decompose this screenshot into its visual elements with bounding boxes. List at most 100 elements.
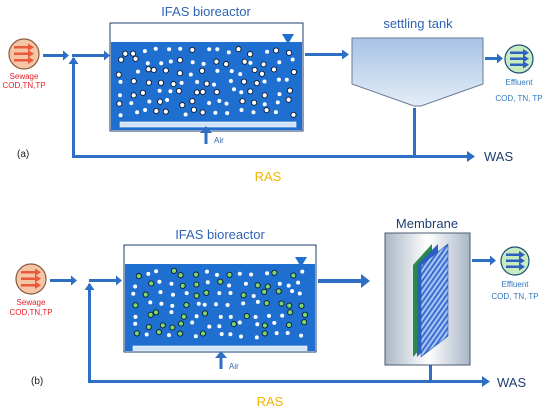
air-bubble xyxy=(276,77,281,82)
biofilm-carrier xyxy=(235,46,242,53)
air-bubble xyxy=(251,294,256,298)
air-bubble xyxy=(249,272,254,277)
air-bubble xyxy=(218,314,223,319)
air-bubble xyxy=(205,269,209,274)
air-arrow-a xyxy=(200,126,212,144)
air-bubble xyxy=(143,108,148,112)
air-bubble xyxy=(207,324,212,329)
air-bubble xyxy=(157,88,162,93)
bioreactor-water-b xyxy=(125,264,315,351)
air-bubble xyxy=(296,280,301,285)
air-bubble xyxy=(255,299,260,304)
air-bubble xyxy=(183,112,188,117)
air-bubble xyxy=(167,333,171,338)
effluent-output-b xyxy=(500,246,530,276)
biofilm-carrier xyxy=(213,58,220,65)
air-bubble xyxy=(215,47,220,52)
biofilm-carrier xyxy=(247,51,254,58)
biofilm-carrier xyxy=(240,78,248,85)
biofilm-carrier xyxy=(203,289,210,296)
air-bubble xyxy=(299,333,304,338)
biofilm-carrier xyxy=(193,292,200,299)
air-bubble xyxy=(135,110,140,115)
biofilm-carrier xyxy=(132,302,139,309)
air-bubble xyxy=(225,111,230,116)
air-bubble xyxy=(228,79,233,83)
air-bubble xyxy=(118,93,122,98)
biofilm-carrier xyxy=(170,267,178,274)
biofilm-carrier xyxy=(150,66,157,74)
biofilm-carrier xyxy=(290,111,297,118)
air-bubble xyxy=(277,60,282,65)
sewage-label-b: Sewage xyxy=(17,298,46,307)
biofilm-carrier xyxy=(152,309,160,316)
effluent-flow-a xyxy=(485,53,503,64)
biofilm-carrier xyxy=(199,88,206,95)
biofilm-carrier xyxy=(159,322,166,329)
bioreactor-to-membrane-b xyxy=(318,274,370,288)
air-bubble xyxy=(228,291,233,295)
biofilm-carrier xyxy=(148,280,155,287)
effluent-output-a xyxy=(504,44,534,74)
biofilm-carrier xyxy=(241,58,248,65)
biofilm-carrier xyxy=(139,89,146,96)
sewage-input-a xyxy=(8,38,40,70)
membrane-module-b xyxy=(413,243,449,358)
biofilm-carrier xyxy=(118,56,125,63)
air-bubble xyxy=(300,269,305,274)
biofilm-carrier xyxy=(201,310,209,317)
water-level-icon xyxy=(282,34,294,44)
air-bubble xyxy=(262,102,267,107)
biofilm-carrier xyxy=(147,311,154,318)
biofilm-carrier xyxy=(130,78,137,85)
biofilm-carrier xyxy=(135,273,142,280)
effluent-params-b: COD, TN, TP xyxy=(491,292,538,301)
air-bubble xyxy=(239,90,244,95)
air-bubble xyxy=(224,101,229,106)
air-bubble xyxy=(146,271,151,276)
inflow-arrow-icon xyxy=(14,43,34,64)
air-bubble xyxy=(297,291,302,296)
air-bubble xyxy=(215,68,220,73)
ras-label-b: RAS xyxy=(257,394,284,409)
biofilm-carrier xyxy=(263,107,270,114)
air-bubble xyxy=(147,99,152,104)
air-bubble xyxy=(217,324,222,329)
biofilm-carrier xyxy=(177,330,184,337)
outflow-arrow-icon xyxy=(510,49,529,69)
biofilm-carrier xyxy=(261,92,268,99)
air-bubble xyxy=(190,60,195,65)
settling-tank-a xyxy=(351,37,484,107)
air-bubble xyxy=(179,80,184,85)
air-arrow-b xyxy=(215,351,227,369)
biofilm-carrier xyxy=(290,272,297,279)
air-bubble xyxy=(133,314,138,319)
air-bubble xyxy=(188,72,193,77)
biofilm-carrier xyxy=(193,281,200,288)
air-bubble xyxy=(290,289,295,294)
biofilm-carrier xyxy=(287,309,294,316)
bioreactor-title-b: IFAS bioreactor xyxy=(175,227,265,242)
biofilm-carrier xyxy=(175,87,182,95)
air-bubble xyxy=(169,281,174,286)
air-bubble xyxy=(194,314,199,319)
sewage-params-b: COD,TN,TP xyxy=(9,308,52,317)
biofilm-carrier xyxy=(275,288,282,295)
air-bubble xyxy=(219,332,224,336)
biofilm-carrier xyxy=(270,66,278,73)
biofilm-carrier xyxy=(273,47,280,54)
inlet-flow-a xyxy=(43,50,110,61)
air-bubble xyxy=(145,61,150,66)
bioreactor-title-a: IFAS bioreactor xyxy=(161,4,251,19)
biofilm-carrier xyxy=(254,282,261,289)
air-bubble xyxy=(275,100,280,105)
air-bubble xyxy=(213,110,218,115)
biofilm-carrier xyxy=(199,330,207,337)
air-bubble xyxy=(284,77,289,82)
air-bubble xyxy=(229,69,234,74)
air-bubble xyxy=(157,279,162,284)
biofilm-carrier xyxy=(199,67,206,74)
air-bubble xyxy=(232,87,236,92)
air-bubble xyxy=(238,72,243,77)
biofilm-carrier xyxy=(213,88,220,96)
